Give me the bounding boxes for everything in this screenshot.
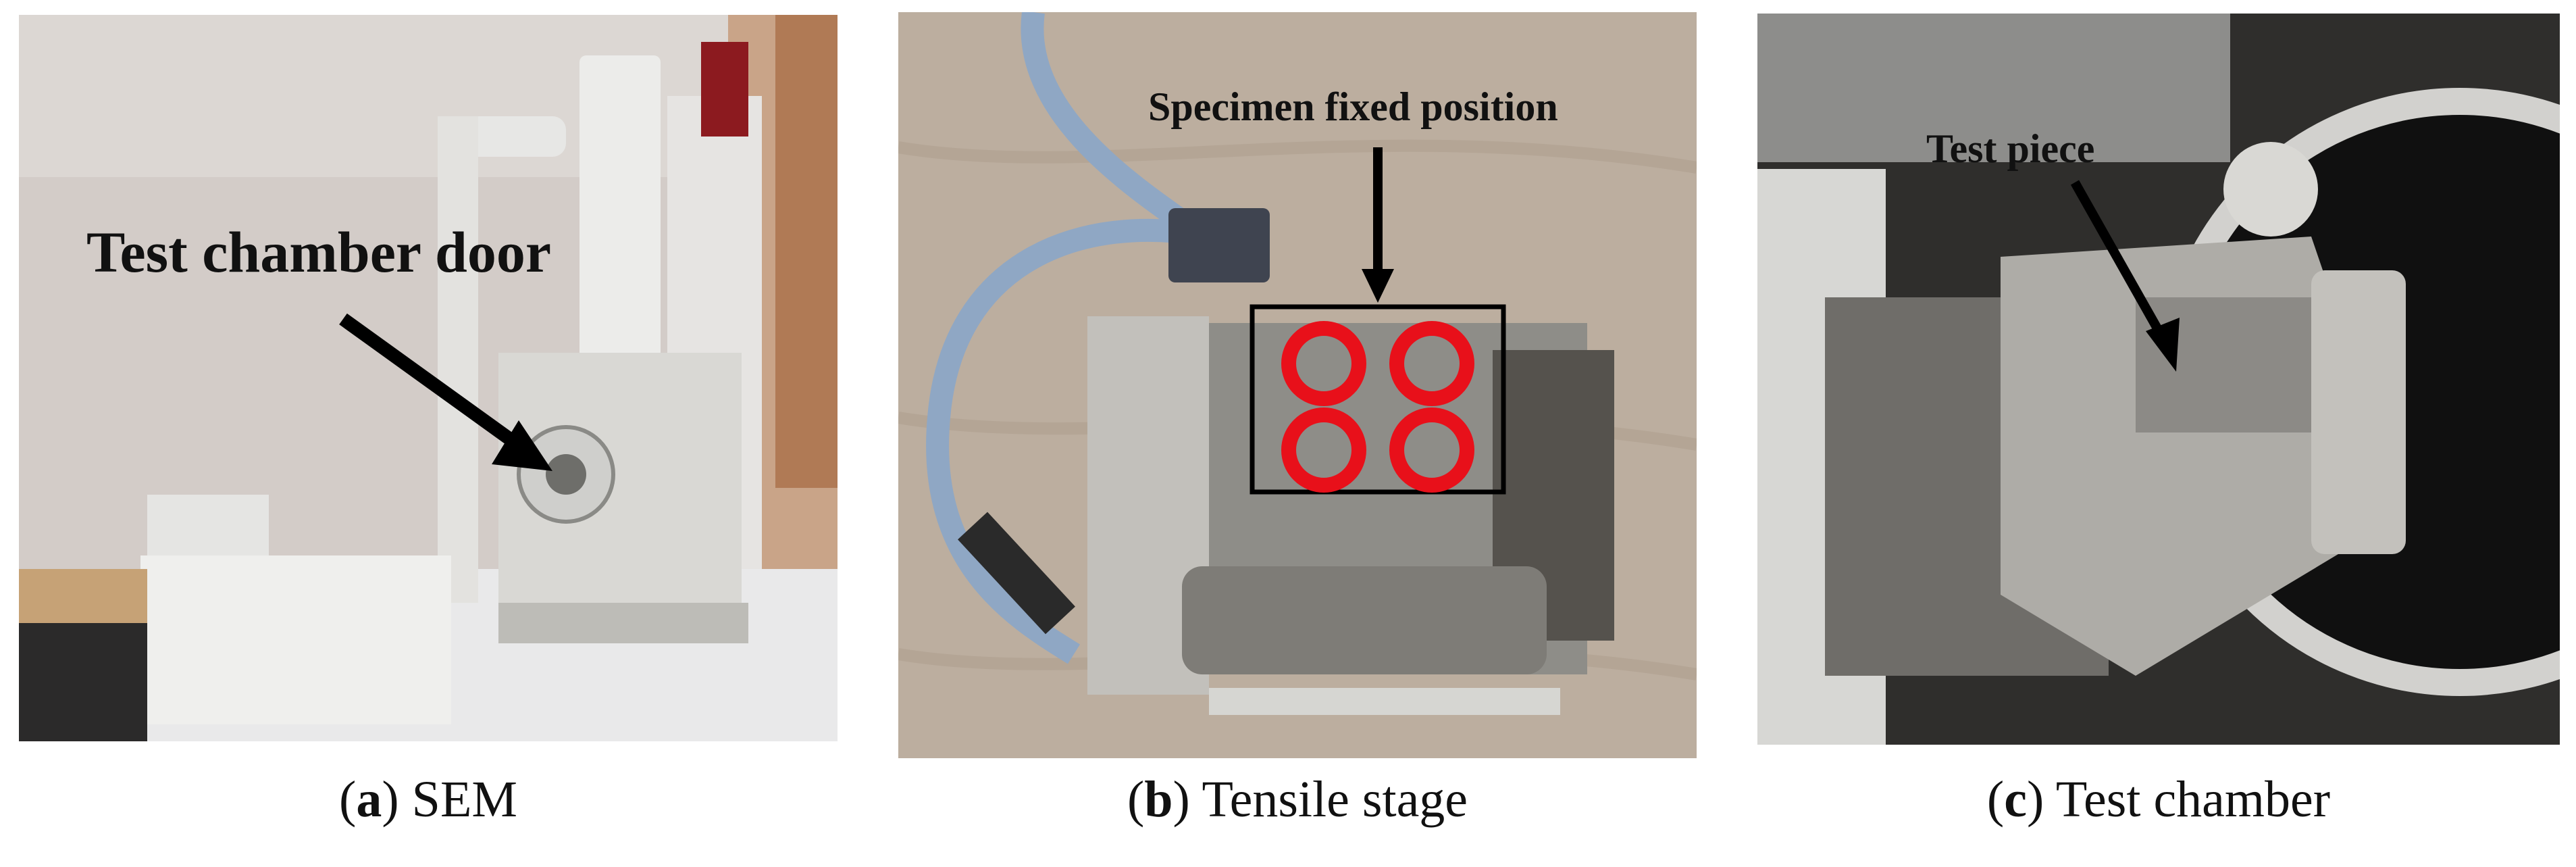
arrowhead: [492, 420, 552, 471]
arrowhead: [1362, 269, 1394, 303]
caption-text: SEM: [411, 771, 517, 828]
red-marker: [1389, 321, 1474, 406]
annotation-label: Test piece: [1926, 126, 2094, 171]
caption-a: (a) SEM: [339, 771, 517, 828]
caption-letter: b: [1144, 771, 1173, 828]
red-marker: [1281, 321, 1366, 406]
caption-letter: c: [2004, 771, 2027, 828]
red-marker: [1389, 407, 1474, 493]
sem-photo: Test chamber door: [19, 15, 838, 741]
annotation-label: Specimen fixed position: [1148, 84, 1558, 129]
annotation-arrow: [339, 313, 516, 447]
caption-letter: a: [356, 771, 382, 828]
caption-c: (c) Test chamber: [1986, 771, 2331, 828]
test-chamber-photo: Test piece: [1757, 14, 2560, 745]
annotation-arrow: [2070, 180, 2167, 341]
arrowhead: [2146, 318, 2180, 372]
caption-b: (b) Tensile stage: [1127, 771, 1468, 828]
caption-text: Test chamber: [2055, 771, 2331, 828]
tensile-stage-photo: Specimen fixed position: [898, 12, 1697, 758]
annotation-label: Test chamber door: [86, 220, 551, 284]
specimen-box: [1250, 304, 1506, 495]
red-marker: [1281, 407, 1366, 493]
caption-text: Tensile stage: [1202, 771, 1468, 828]
